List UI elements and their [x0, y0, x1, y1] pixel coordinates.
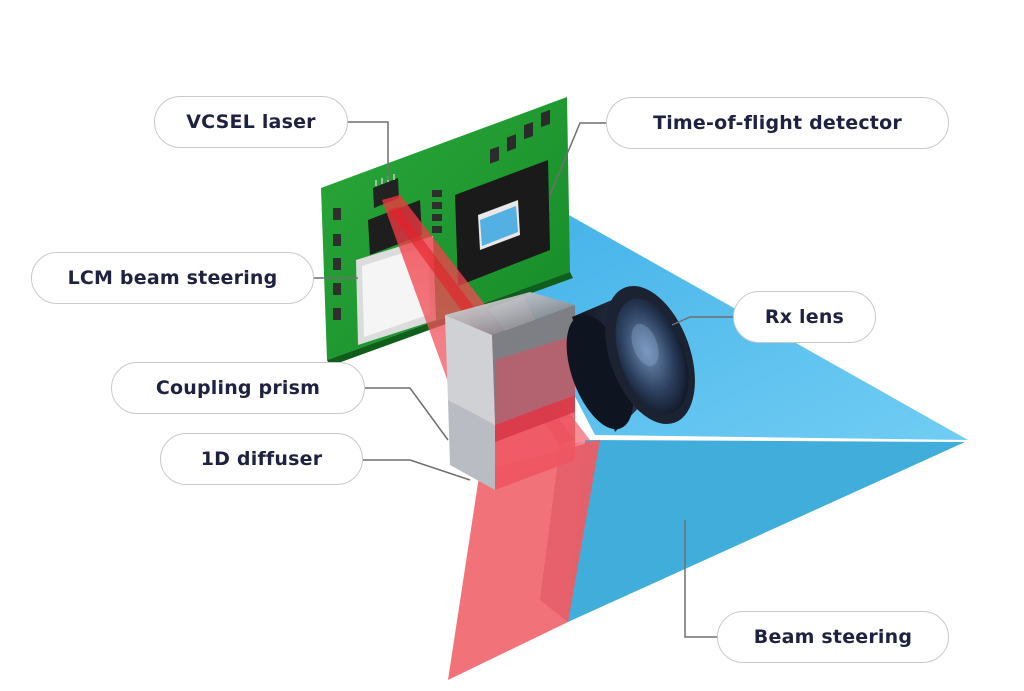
diffuser-block: [448, 395, 575, 490]
tx-beam-overlap: [540, 440, 600, 622]
diffuser-label: 1D diffuser: [160, 433, 363, 485]
tof-detector-label: Time-of-flight detector: [606, 97, 949, 149]
rx-lens: [566, 285, 695, 432]
leader-diffuser: [363, 459, 471, 481]
leader-rx: [671, 316, 733, 326]
leader-prism: [365, 387, 449, 441]
tof-detector-chip: [455, 160, 550, 286]
coupling-prism-label: Coupling prism: [111, 362, 365, 414]
beam-steering-blue-fan: [568, 440, 965, 622]
leader-lines: [314, 121, 733, 638]
vcsel-laser-label: VCSEL laser: [154, 96, 348, 148]
leader-tof: [549, 122, 606, 196]
beam-steering-label: Beam steering: [717, 611, 949, 663]
leader-beam: [684, 520, 717, 638]
leader-vcsel: [348, 121, 389, 180]
lcm-beam-steering-label: LCM beam steering: [31, 252, 314, 304]
rx-lens-label: Rx lens: [733, 291, 876, 343]
